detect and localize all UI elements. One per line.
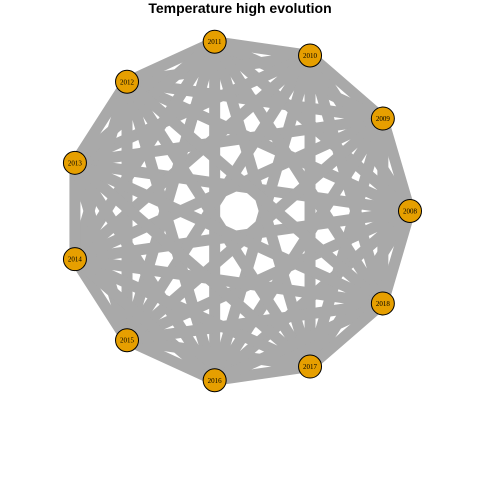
chart-title: Temperature high evolution bbox=[148, 0, 332, 16]
node-label: 2008 bbox=[403, 208, 418, 216]
node-2010: 2010 bbox=[298, 43, 323, 68]
node-circle bbox=[62, 247, 87, 272]
node-label: 2018 bbox=[376, 300, 391, 308]
node-label: 2011 bbox=[208, 38, 222, 46]
edge-layer bbox=[69, 36, 416, 386]
node-2014: 2014 bbox=[62, 247, 87, 272]
node-2013: 2013 bbox=[62, 150, 87, 175]
edge-2013-2015 bbox=[69, 157, 133, 346]
node-circle bbox=[298, 354, 323, 379]
node-2008: 2008 bbox=[398, 199, 422, 223]
edge-2014-2018 bbox=[69, 253, 389, 309]
node-circle bbox=[370, 291, 395, 316]
edge-2015-2018 bbox=[121, 297, 389, 346]
node-circle bbox=[202, 368, 227, 393]
node-label: 2013 bbox=[68, 159, 83, 167]
edge-2010-2018 bbox=[304, 49, 389, 309]
edge-2013-2018 bbox=[69, 157, 389, 309]
node-2012: 2012 bbox=[115, 69, 140, 94]
node-label: 2015 bbox=[120, 337, 135, 345]
node-2018: 2018 bbox=[370, 291, 395, 316]
node-2011: 2011 bbox=[202, 29, 227, 54]
edge-2015-2017 bbox=[121, 334, 316, 373]
node-layer: 2008 2009 2010 2011 2012 2013 2014 2015 2016 2017… bbox=[62, 29, 422, 393]
edge-2014-2016 bbox=[69, 253, 221, 386]
node-label: 2016 bbox=[208, 377, 223, 385]
node-circle bbox=[370, 106, 395, 131]
edge-2017-2018 bbox=[304, 297, 389, 373]
edge-2016-2018 bbox=[209, 297, 389, 386]
edge-2013-2017 bbox=[69, 157, 316, 373]
node-label: 2017 bbox=[303, 363, 318, 371]
node-label: 2014 bbox=[68, 256, 83, 264]
node-circle bbox=[62, 150, 87, 175]
node-circle bbox=[115, 328, 140, 353]
edge-2011-2018 bbox=[209, 36, 389, 309]
node-2016: 2016 bbox=[202, 368, 227, 393]
node-2015: 2015 bbox=[115, 328, 140, 353]
node-label: 2010 bbox=[303, 52, 318, 60]
node-label: 2009 bbox=[376, 115, 391, 123]
node-label: 2012 bbox=[120, 78, 135, 86]
node-circle bbox=[398, 199, 422, 223]
edge-2012-2018 bbox=[121, 76, 389, 309]
node-circle bbox=[115, 69, 140, 94]
node-2009: 2009 bbox=[370, 106, 395, 131]
node-2017: 2017 bbox=[298, 354, 323, 379]
node-circle bbox=[298, 43, 323, 68]
node-circle bbox=[202, 29, 227, 54]
